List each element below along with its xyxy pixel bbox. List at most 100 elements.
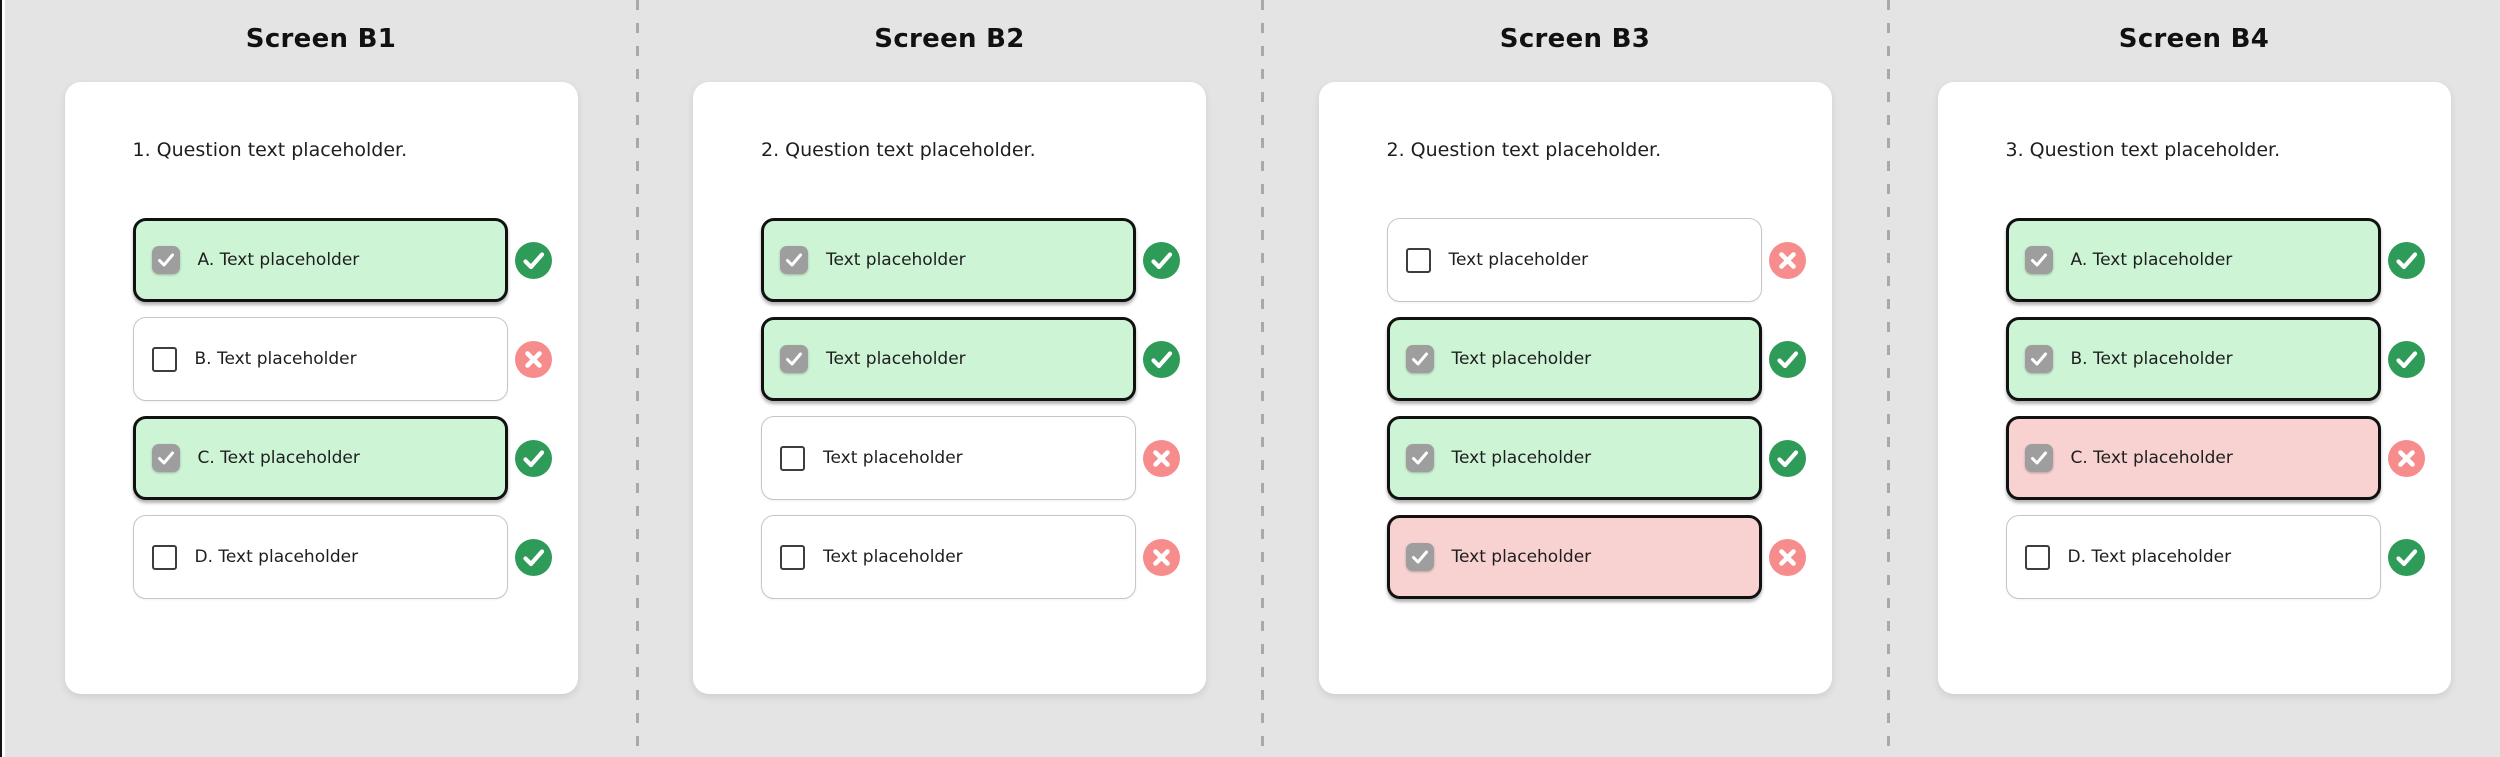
- checkbox-check-icon: [786, 352, 802, 366]
- option-row[interactable]: D. Text placeholder: [132, 515, 508, 599]
- correct-check-icon: [2387, 538, 2425, 576]
- incorrect-cross-icon: [1768, 241, 1806, 279]
- option-row[interactable]: B. Text placeholder: [132, 317, 508, 401]
- option-line: Text placeholder: [761, 416, 1180, 500]
- checkbox[interactable]: [151, 346, 177, 372]
- option-row[interactable]: Text placeholder: [1386, 416, 1762, 500]
- question-text: 2. Question text placeholder.: [761, 139, 1036, 161]
- option-row[interactable]: C. Text placeholder: [2005, 416, 2381, 500]
- screen-panel: Screen B2 2. Question text placeholder. …: [637, 0, 1264, 757]
- options-list: A. Text placeholder B. Text placeholder: [2005, 218, 2425, 599]
- option-label: Text placeholder: [826, 349, 966, 369]
- checkbox[interactable]: [1405, 444, 1434, 472]
- option-row[interactable]: A. Text placeholder: [2005, 218, 2381, 302]
- checkbox[interactable]: [2024, 345, 2053, 373]
- screen-panel: Screen B4 3. Question text placeholder. …: [1888, 0, 2500, 757]
- incorrect-cross-icon: [1143, 538, 1180, 576]
- option-line: Text placeholder: [1386, 218, 1806, 302]
- option-label: C. Text placeholder: [197, 448, 360, 468]
- correct-check-icon: [514, 241, 552, 279]
- option-row[interactable]: Text placeholder: [761, 515, 1136, 599]
- checkbox-check-icon: [786, 253, 802, 267]
- check-circle-icon: [2387, 340, 2425, 378]
- option-line: Text placeholder: [1386, 317, 1806, 401]
- checkbox[interactable]: [1405, 247, 1431, 273]
- option-label: Text placeholder: [1451, 448, 1592, 468]
- quiz-card: 3. Question text placeholder. A. Text pl…: [1937, 82, 2451, 694]
- checkbox-check-icon: [157, 253, 174, 267]
- option-line: Text placeholder: [1386, 515, 1806, 599]
- option-line: C. Text placeholder: [2005, 416, 2425, 500]
- option-line: Text placeholder: [761, 515, 1180, 599]
- option-label: Text placeholder: [826, 250, 966, 270]
- option-row[interactable]: Text placeholder: [1386, 515, 1762, 599]
- checkbox[interactable]: [2024, 444, 2053, 472]
- cross-circle-icon: [1143, 538, 1180, 576]
- check-circle-icon: [514, 241, 552, 279]
- checkbox[interactable]: [2024, 544, 2050, 570]
- checkbox[interactable]: [2024, 246, 2053, 274]
- checkbox[interactable]: [780, 445, 805, 471]
- check-circle-icon: [514, 538, 552, 576]
- screen-title: Screen B2: [874, 24, 1025, 54]
- frame-edge-line: [0, 0, 2, 757]
- correct-check-icon: [2387, 340, 2425, 378]
- screen-panel: Screen B1 1. Question text placeholder. …: [5, 0, 639, 757]
- incorrect-cross-icon: [1768, 538, 1806, 576]
- checkbox[interactable]: [780, 246, 808, 274]
- checkbox[interactable]: [151, 444, 180, 472]
- correct-check-icon: [1143, 241, 1180, 279]
- incorrect-cross-icon: [1143, 439, 1180, 477]
- option-row[interactable]: Text placeholder: [761, 317, 1136, 401]
- option-row[interactable]: B. Text placeholder: [2005, 317, 2381, 401]
- checkbox[interactable]: [151, 246, 180, 274]
- check-circle-icon: [2387, 538, 2425, 576]
- correct-check-icon: [514, 538, 552, 576]
- option-line: A. Text placeholder: [2005, 218, 2425, 302]
- option-row[interactable]: Text placeholder: [1386, 317, 1762, 401]
- cross-circle-icon: [514, 340, 552, 378]
- option-label: D. Text placeholder: [2067, 547, 2232, 567]
- option-row[interactable]: Text placeholder: [761, 218, 1136, 302]
- option-row[interactable]: C. Text placeholder: [132, 416, 508, 500]
- question-text: 1. Question text placeholder.: [132, 139, 408, 161]
- correct-check-icon: [1768, 439, 1806, 477]
- screen-title: Screen B1: [245, 24, 397, 54]
- checkbox[interactable]: [780, 544, 805, 570]
- checkbox-check-icon: [1411, 550, 1428, 564]
- checkbox[interactable]: [1405, 543, 1434, 571]
- option-row[interactable]: A. Text placeholder: [132, 218, 508, 302]
- option-line: A. Text placeholder: [132, 218, 552, 302]
- options-list: Text placeholder Text placeholder: [761, 218, 1180, 599]
- option-line: D. Text placeholder: [2005, 515, 2425, 599]
- option-row[interactable]: D. Text placeholder: [2005, 515, 2381, 599]
- correct-check-icon: [1143, 340, 1180, 378]
- option-label: B. Text placeholder: [2070, 349, 2233, 369]
- option-line: Text placeholder: [761, 317, 1180, 401]
- checkbox[interactable]: [151, 544, 177, 570]
- option-row[interactable]: Text placeholder: [761, 416, 1136, 500]
- check-circle-icon: [1768, 340, 1806, 378]
- cross-circle-icon: [1143, 439, 1180, 477]
- checkbox[interactable]: [780, 345, 808, 373]
- checkbox-check-icon: [2030, 253, 2047, 267]
- correct-check-icon: [1768, 340, 1806, 378]
- cross-circle-icon: [2387, 439, 2425, 477]
- option-label: A. Text placeholder: [2070, 250, 2233, 270]
- checkbox[interactable]: [1405, 345, 1434, 373]
- option-label: A. Text placeholder: [197, 250, 360, 270]
- check-circle-icon: [514, 439, 552, 477]
- check-circle-icon: [2387, 241, 2425, 279]
- option-row[interactable]: Text placeholder: [1386, 218, 1762, 302]
- options-list: A. Text placeholder B. Text placeholder: [132, 218, 552, 599]
- option-label: Text placeholder: [1451, 349, 1592, 369]
- option-label: Text placeholder: [1448, 250, 1589, 270]
- question-text: 3. Question text placeholder.: [2005, 139, 2281, 161]
- check-circle-icon: [1143, 241, 1180, 279]
- screen-panels: Screen B1 1. Question text placeholder. …: [5, 0, 2500, 757]
- checkbox-check-icon: [2030, 451, 2047, 465]
- screen-title: Screen B4: [2118, 24, 2270, 54]
- correct-check-icon: [2387, 241, 2425, 279]
- screen-panel: Screen B3 2. Question text placeholder. …: [1262, 0, 1890, 757]
- cross-circle-icon: [1768, 241, 1806, 279]
